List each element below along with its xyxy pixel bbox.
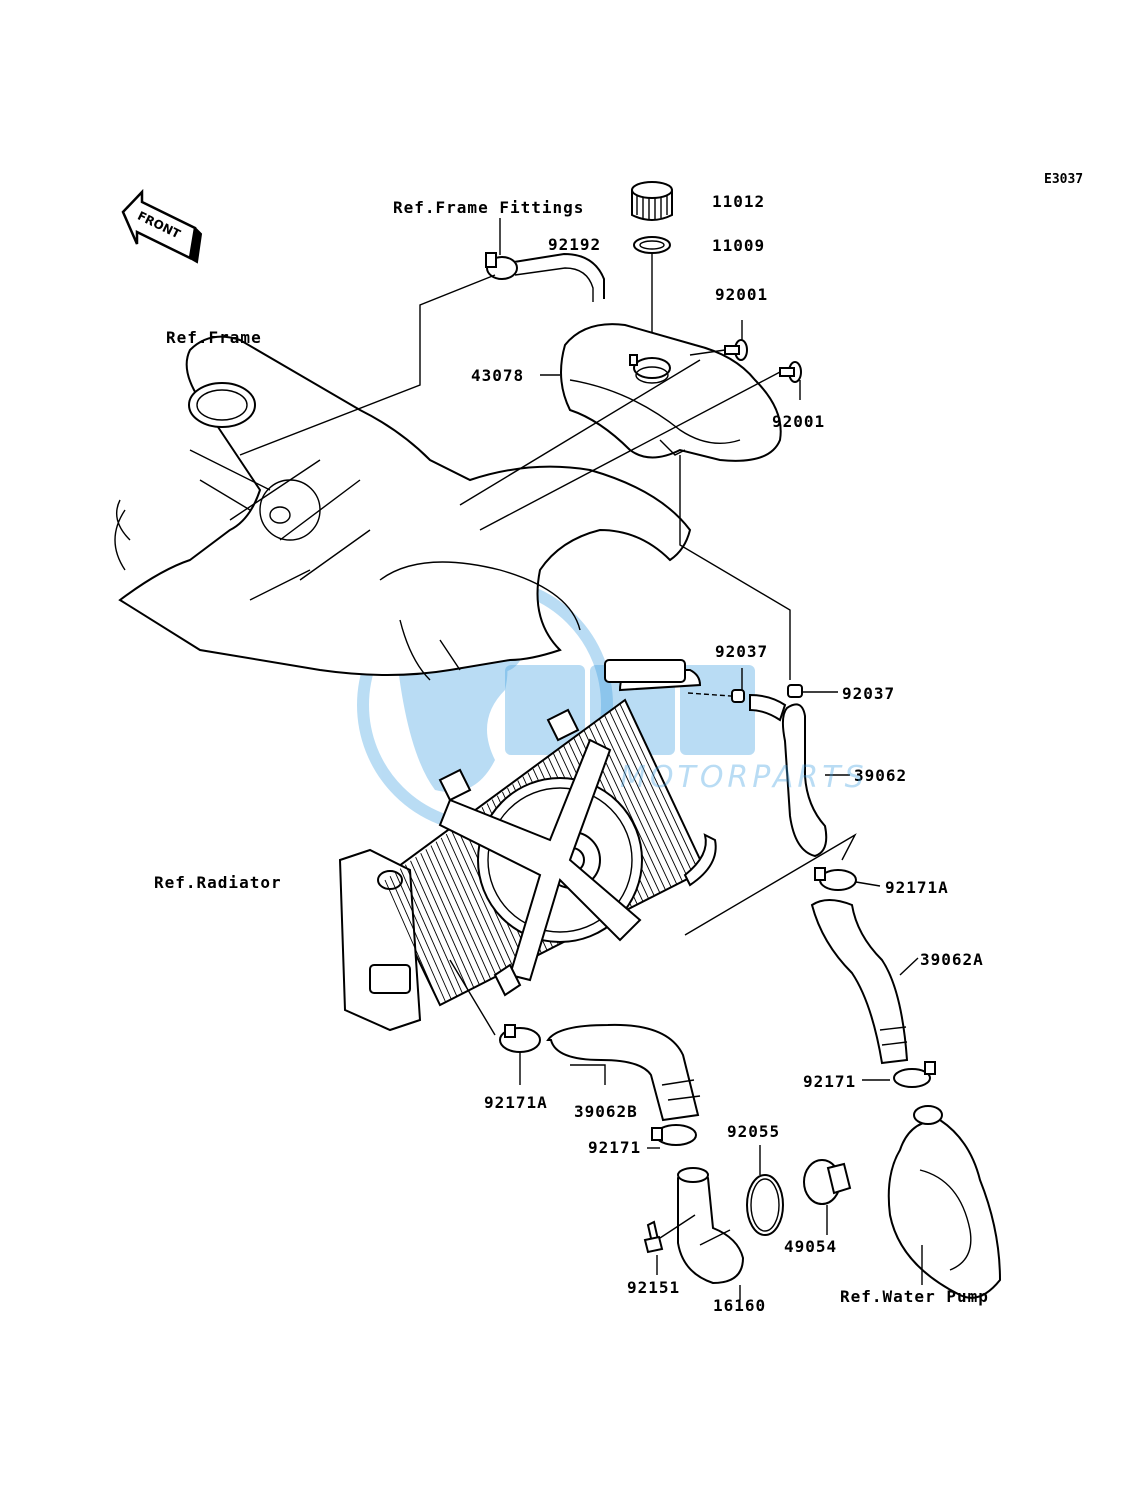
radiator-fin	[394, 872, 452, 1000]
water-pump-drawing	[887, 1105, 1002, 1299]
label-ref-water-pump: Ref.Water Pump	[840, 1287, 989, 1306]
clamp-92171-right	[893, 1061, 936, 1088]
radiator-fin	[430, 845, 492, 980]
clamp-92171-left	[651, 1124, 697, 1146]
radiator-fin	[435, 841, 497, 977]
bolt-92001-bottom	[779, 361, 802, 383]
hose-39062	[781, 703, 828, 858]
label-92037-left: 92037	[715, 642, 769, 661]
label-16160: 16160	[713, 1296, 767, 1315]
radiator-fin	[389, 875, 447, 1003]
label-92037-right: 92037	[842, 684, 896, 703]
label-92171A-right: 92171A	[885, 878, 949, 897]
diagram-code: E3037	[1044, 172, 1084, 187]
label-92171-left: 92171	[588, 1138, 642, 1157]
label-49054: 49054	[784, 1237, 838, 1256]
radiator-fin	[604, 715, 683, 882]
radiator-fin	[440, 837, 503, 974]
label-ref-frame: Ref.Frame	[166, 328, 262, 347]
radiator-fin	[399, 868, 458, 997]
radiator-fin	[415, 856, 475, 988]
label-92151: 92151	[627, 1278, 681, 1297]
label-92055: 92055	[727, 1122, 781, 1141]
frame-fitting-clamp	[485, 252, 518, 280]
radiator-fin	[445, 833, 509, 971]
hose-92192	[513, 252, 605, 299]
clamp-92171A-left	[499, 1024, 541, 1053]
radiator-fin	[614, 707, 695, 876]
frame-drawing	[114, 335, 692, 681]
label-92171A-left: 92171A	[484, 1093, 548, 1112]
bolt-92001-top	[724, 339, 748, 361]
radiator-fin	[624, 699, 706, 871]
thermostat-49054	[803, 1159, 852, 1205]
cooling-fan	[438, 708, 643, 997]
label-ref-radiator: Ref.Radiator	[154, 873, 282, 892]
front-arrow-icon	[121, 188, 203, 264]
label-39062B: 39062B	[574, 1102, 638, 1121]
label-39062A: 39062A	[920, 950, 984, 969]
label-92192: 92192	[548, 235, 602, 254]
oring-92055	[746, 1174, 784, 1236]
label-11009: 11009	[712, 236, 766, 255]
radiator-fin	[420, 853, 480, 986]
label-92001-bottom: 92001	[772, 412, 826, 431]
radiator-fin	[425, 849, 486, 983]
label-92171-right: 92171	[803, 1072, 857, 1091]
thermostat-housing-16160	[677, 1167, 745, 1285]
radiator-fin	[599, 718, 678, 885]
label-ref-frame-fittings: Ref.Frame Fittings	[393, 198, 585, 217]
watermark-subtext: MOTORPARTS	[620, 760, 868, 795]
reservoir-tank-43078	[560, 323, 782, 462]
label-43078: 43078	[471, 366, 525, 385]
clamp-92171A-right	[814, 867, 857, 891]
radiator-fin	[450, 830, 514, 968]
clamp-92037-right	[787, 684, 803, 698]
hose-39062B	[546, 1023, 701, 1122]
hose-39062A	[810, 899, 909, 1065]
radiator-fin	[609, 711, 689, 879]
label-92001-top: 92001	[715, 285, 769, 304]
bolt-92151	[643, 1220, 664, 1254]
radiator-fin	[619, 703, 700, 874]
label-39062: 39062	[854, 766, 908, 785]
label-11012: 11012	[712, 192, 766, 211]
cap-11012	[631, 181, 673, 221]
radiator-fin	[405, 864, 463, 994]
clamp-92037-left	[731, 689, 745, 703]
radiator-fin	[410, 860, 469, 991]
radiator-fin	[384, 879, 441, 1006]
